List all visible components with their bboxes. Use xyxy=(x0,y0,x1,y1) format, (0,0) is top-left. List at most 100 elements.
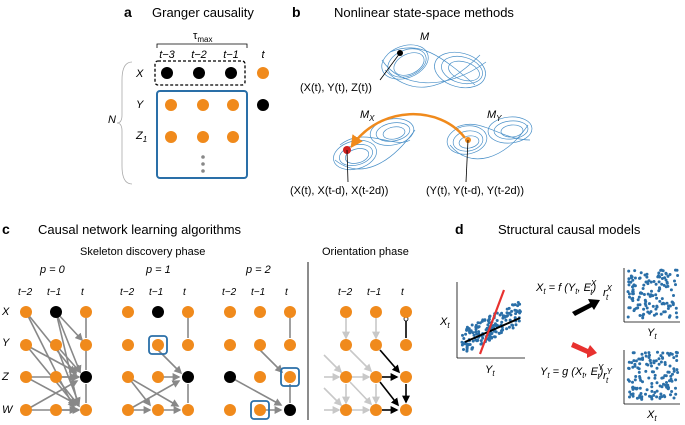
scatter-point xyxy=(465,346,469,350)
scatter-point xyxy=(644,369,648,373)
scatter-point xyxy=(672,369,676,373)
scatter-point xyxy=(657,362,661,366)
node-z-t2 xyxy=(197,131,209,143)
mx-label: MX xyxy=(360,109,375,123)
scatter-point xyxy=(501,328,505,332)
delay-y-label: (Y(t), Y(t-d), Y(t-2d)) xyxy=(426,185,524,197)
ellipsis-dot-2 xyxy=(201,162,205,166)
scatter-point xyxy=(639,357,642,361)
scatter-point xyxy=(629,280,633,284)
scatter-point xyxy=(631,351,635,355)
scatter-point xyxy=(468,343,472,346)
skeleton-phase-label: Skeleton discovery phase xyxy=(80,246,205,258)
scatter-point xyxy=(650,364,653,368)
node-y-t2 xyxy=(197,99,209,111)
scatter-point xyxy=(628,390,632,394)
g3-node xyxy=(254,306,266,318)
panel-c-title: Causal network learning algorithms xyxy=(38,222,242,237)
g3-node xyxy=(284,339,296,351)
scatter-point xyxy=(674,386,677,390)
panel-c: c Causal network learning algorithms Ske… xyxy=(1,221,412,420)
g1-node xyxy=(50,404,62,416)
res2-scatter-points xyxy=(626,350,680,401)
scatter-point xyxy=(626,290,630,294)
scatter-point xyxy=(518,309,522,313)
scatter-point xyxy=(672,396,676,400)
x-past-box xyxy=(154,60,246,86)
scatter-point xyxy=(675,368,679,372)
g1-node xyxy=(50,371,62,383)
scatter-point xyxy=(652,359,656,363)
panel-d: d Structural causal models Xt Yt Xt = f … xyxy=(439,221,680,423)
scatter-point xyxy=(668,304,672,308)
scatter-point xyxy=(672,294,675,297)
scatter-point xyxy=(487,318,491,322)
orientation-phase-label: Orientation phase xyxy=(322,246,409,258)
g2-node xyxy=(182,306,194,318)
scatter-point xyxy=(495,319,499,322)
scatter-point xyxy=(673,279,676,283)
red-arrow xyxy=(571,342,597,358)
scatter-point xyxy=(631,394,635,398)
others-past-box xyxy=(156,90,248,179)
scatter-point xyxy=(659,392,663,396)
g1-node xyxy=(80,371,92,383)
g4-time-t2: t−2 xyxy=(338,287,353,298)
node-x-t3 xyxy=(161,67,173,79)
g4-node xyxy=(400,371,412,383)
scatter-point xyxy=(626,378,630,382)
scatter-point xyxy=(470,323,474,327)
scatter-point xyxy=(665,301,669,305)
g3-time-t: t xyxy=(285,287,289,298)
scatter-point xyxy=(634,375,638,378)
scatter-point xyxy=(670,379,674,383)
g4-node xyxy=(340,404,352,416)
g1-node xyxy=(20,306,32,318)
scatter-point xyxy=(627,366,631,370)
scatter-point xyxy=(641,287,645,290)
scatter-point xyxy=(664,285,668,289)
scatter-point xyxy=(510,323,514,327)
scatter-point xyxy=(675,268,679,272)
g2-time-t: t xyxy=(183,287,187,298)
scatter-point xyxy=(655,395,659,399)
scatter-point xyxy=(668,314,672,318)
g1-node xyxy=(20,371,32,383)
scatter-point xyxy=(486,323,490,327)
scatter-point xyxy=(655,296,659,300)
main-y-label: Xt xyxy=(439,316,450,330)
c-row-label-y: Y xyxy=(2,337,10,349)
scatter-point xyxy=(661,351,665,355)
scatter-point xyxy=(467,327,471,331)
scatter-point xyxy=(674,306,678,310)
scatter-point xyxy=(674,392,678,396)
scatter-point xyxy=(636,366,640,370)
g2-node xyxy=(182,404,194,416)
scatter-point xyxy=(667,386,670,389)
scatter-point xyxy=(666,307,670,310)
main-scatter-points xyxy=(460,301,522,353)
scatter-point xyxy=(664,278,668,282)
scatter-point xyxy=(488,338,491,342)
node-z-t3 xyxy=(165,131,177,143)
scatter-point xyxy=(650,397,654,401)
res1-x-label: Yt xyxy=(647,327,657,341)
panel-d-letter: d xyxy=(455,221,464,237)
scatter-point xyxy=(517,319,521,323)
scatter-point xyxy=(656,350,659,354)
scatter-point xyxy=(636,306,640,310)
scatter-point xyxy=(628,306,632,310)
scatter-point xyxy=(655,304,659,308)
scatter-point xyxy=(515,310,519,314)
scatter-point xyxy=(508,318,512,322)
g1-node xyxy=(80,339,92,351)
scatter-point xyxy=(505,327,509,331)
scatter-point xyxy=(513,303,517,307)
scatter-point xyxy=(497,331,501,335)
scatter-point xyxy=(470,347,474,351)
scatter-point xyxy=(649,361,653,365)
scatter-point xyxy=(474,327,478,331)
scatter-point xyxy=(640,397,644,401)
scatter-point xyxy=(645,275,649,279)
